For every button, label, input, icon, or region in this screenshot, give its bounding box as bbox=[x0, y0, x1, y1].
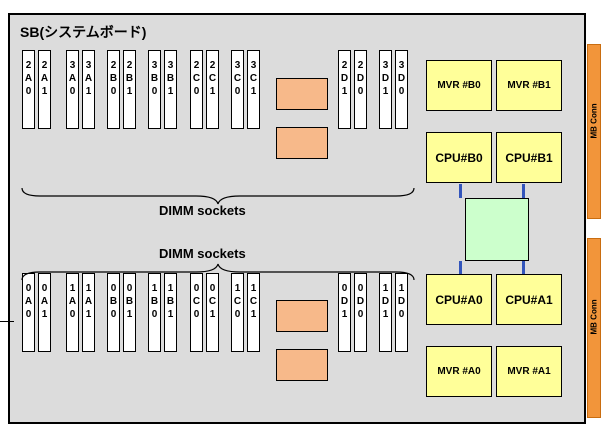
dimm-socket: 0 C 1 bbox=[206, 273, 219, 352]
pointer-line bbox=[0, 321, 14, 322]
dimm-socket: 1 C 0 bbox=[231, 273, 244, 352]
component-pad bbox=[276, 300, 328, 332]
dimm-socket: 3 A 1 bbox=[82, 50, 95, 129]
dimm-socket: 2 B 0 bbox=[107, 50, 120, 129]
dimm-socket-label: 2 A 1 bbox=[40, 60, 49, 97]
dimm-socket: 1 B 0 bbox=[148, 273, 161, 352]
dimm-socket: 1 A 1 bbox=[82, 273, 95, 352]
dimm-socket-label: 0 A 0 bbox=[24, 283, 33, 320]
dimm-socket-label: 1 D 0 bbox=[397, 283, 406, 320]
component-pad bbox=[276, 127, 328, 159]
dimm-socket-label: 2 C 1 bbox=[208, 60, 217, 97]
dimm-socket: 0 C 0 bbox=[190, 273, 203, 352]
component-pad bbox=[276, 78, 328, 110]
link-line bbox=[459, 184, 462, 198]
dimm-socket: 0 D 0 bbox=[354, 273, 367, 352]
dimm-socket-label: 2 A 0 bbox=[24, 60, 33, 97]
dimm-socket-label: 1 D 1 bbox=[381, 283, 390, 320]
dimm-socket-label: 3 C 1 bbox=[249, 60, 258, 97]
dimm-socket: 3 B 0 bbox=[148, 50, 161, 129]
dimm-socket-label: 3 A 0 bbox=[68, 60, 77, 97]
dimm-socket: 0 B 0 bbox=[107, 273, 120, 352]
dimm-socket: 1 D 1 bbox=[379, 273, 392, 352]
dimm-socket-label: 3 B 1 bbox=[166, 60, 175, 97]
dimm-socket-label: 3 D 0 bbox=[397, 60, 406, 97]
dimm-socket-label: 3 D 1 bbox=[381, 60, 390, 97]
dimm-socket: 1 B 1 bbox=[164, 273, 177, 352]
dimm-socket: 3 A 0 bbox=[66, 50, 79, 129]
dimm-caption-top: DIMM sockets bbox=[159, 203, 246, 218]
dimm-socket: 2 C 0 bbox=[190, 50, 203, 129]
mvr-a1-chip: MVR #A1 bbox=[496, 346, 562, 397]
dimm-socket-label: 2 D 1 bbox=[340, 60, 349, 97]
dimm-socket: 2 B 1 bbox=[123, 50, 136, 129]
interconnect-hub bbox=[465, 198, 529, 261]
dimm-socket: 3 D 0 bbox=[395, 50, 408, 129]
dimm-socket-label: 0 B 1 bbox=[125, 283, 134, 320]
dimm-socket-label: 3 A 1 bbox=[84, 60, 93, 97]
dimm-socket-label: 2 C 0 bbox=[192, 60, 201, 97]
mb-connector-bottom-label: MB Conn bbox=[589, 299, 599, 335]
dimm-socket: 3 C 1 bbox=[247, 50, 260, 129]
mvr-b0-chip: MVR #B0 bbox=[426, 60, 492, 111]
dimm-socket-label: 1 C 0 bbox=[233, 283, 242, 320]
dimm-socket-label: 0 A 1 bbox=[40, 283, 49, 320]
dimm-socket: 2 D 0 bbox=[354, 50, 367, 129]
dimm-socket: 1 A 0 bbox=[66, 273, 79, 352]
dimm-socket: 2 A 1 bbox=[38, 50, 51, 129]
dimm-socket: 0 A 1 bbox=[38, 273, 51, 352]
dimm-socket: 1 D 0 bbox=[395, 273, 408, 352]
dimm-socket: 0 A 0 bbox=[22, 273, 35, 352]
component-pad bbox=[276, 349, 328, 381]
dimm-socket: 3 C 0 bbox=[231, 50, 244, 129]
dimm-socket-label: 0 C 0 bbox=[192, 283, 201, 320]
dimm-socket-label: 0 C 1 bbox=[208, 283, 217, 320]
mb-connector-bottom: MB Conn bbox=[587, 238, 601, 418]
dimm-socket: 2 D 1 bbox=[338, 50, 351, 129]
dimm-socket-label: 2 B 0 bbox=[109, 60, 118, 97]
dimm-caption-bottom: DIMM sockets bbox=[159, 246, 246, 261]
dimm-socket-label: 1 C 1 bbox=[249, 283, 258, 320]
dimm-socket-label: 0 B 0 bbox=[109, 283, 118, 320]
dimm-socket: 0 D 1 bbox=[338, 273, 351, 352]
dimm-brace-top bbox=[21, 187, 415, 205]
dimm-socket-label: 1 B 0 bbox=[150, 283, 159, 320]
dimm-socket-label: 3 B 0 bbox=[150, 60, 159, 97]
dimm-socket: 2 A 0 bbox=[22, 50, 35, 129]
link-line bbox=[459, 261, 462, 274]
link-line bbox=[522, 184, 525, 198]
dimm-socket-label: 2 D 0 bbox=[356, 60, 365, 97]
dimm-socket: 3 B 1 bbox=[164, 50, 177, 129]
cpu-a0-chip: CPU#A0 bbox=[426, 274, 492, 325]
dimm-socket: 3 D 1 bbox=[379, 50, 392, 129]
dimm-brace-bottom bbox=[21, 263, 415, 281]
mb-connector-top: MB Conn bbox=[587, 44, 601, 219]
board-title: SB(システムボード) bbox=[20, 24, 147, 40]
cpu-b1-chip: CPU#B1 bbox=[496, 132, 562, 183]
dimm-socket-label: 0 D 0 bbox=[356, 283, 365, 320]
dimm-socket-label: 1 A 1 bbox=[84, 283, 93, 320]
mvr-b1-chip: MVR #B1 bbox=[496, 60, 562, 111]
dimm-socket-label: 1 A 0 bbox=[68, 283, 77, 320]
dimm-socket-label: 3 C 0 bbox=[233, 60, 242, 97]
mvr-a0-chip: MVR #A0 bbox=[426, 346, 492, 397]
dimm-socket: 1 C 1 bbox=[247, 273, 260, 352]
dimm-socket: 2 C 1 bbox=[206, 50, 219, 129]
dimm-socket-label: 2 B 1 bbox=[125, 60, 134, 97]
dimm-socket: 0 B 1 bbox=[123, 273, 136, 352]
mb-connector-top-label: MB Conn bbox=[589, 103, 599, 139]
dimm-socket-label: 0 D 1 bbox=[340, 283, 349, 320]
link-line bbox=[522, 261, 525, 274]
cpu-b0-chip: CPU#B0 bbox=[426, 132, 492, 183]
cpu-a1-chip: CPU#A1 bbox=[496, 274, 562, 325]
dimm-socket-label: 1 B 1 bbox=[166, 283, 175, 320]
